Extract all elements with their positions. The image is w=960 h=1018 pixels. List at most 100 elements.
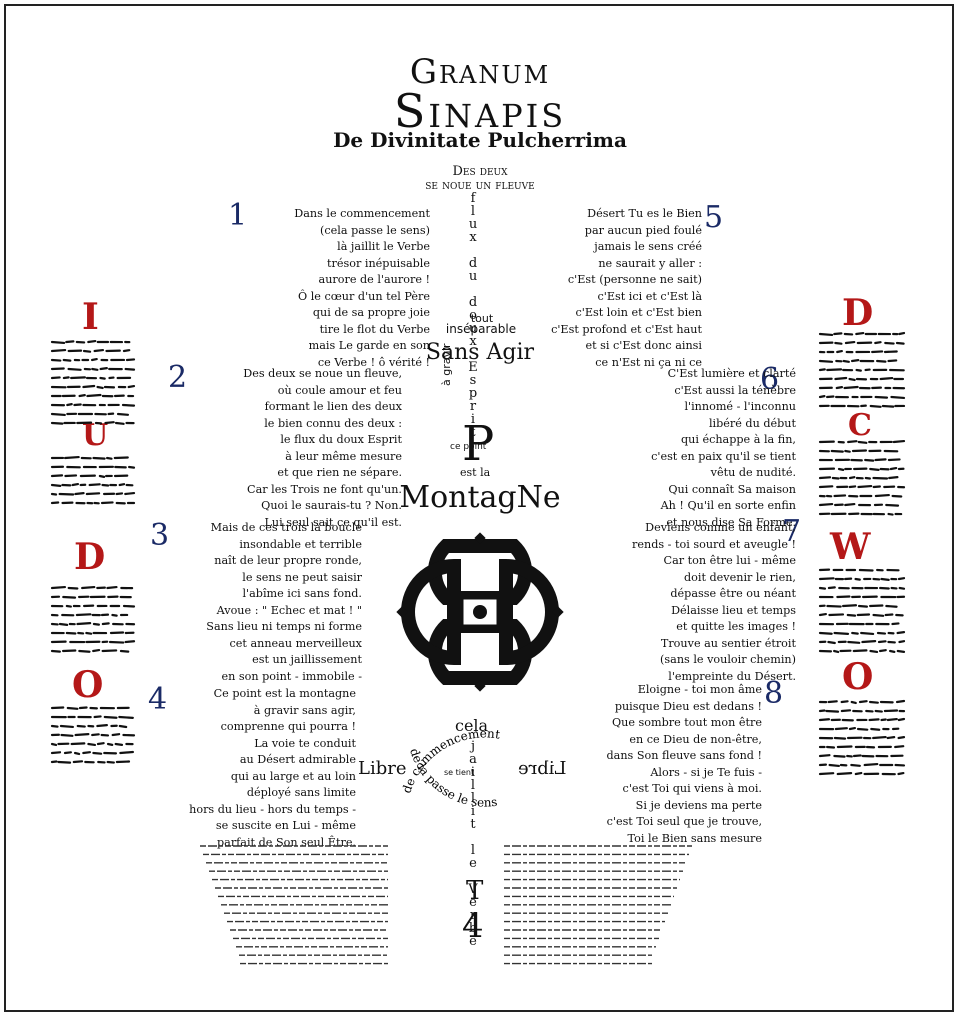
title-granum: Granum (409, 52, 551, 92)
title-sinapis: Sinapis (393, 84, 567, 138)
stanza-line: Eloigne - toi mon âme (637, 683, 762, 696)
stanza-line: c'Est loin et c'Est bien (575, 306, 703, 319)
stanza-number-3: 3 (150, 518, 170, 553)
arc-text-bottom: de la passe le sens (407, 746, 498, 809)
stanza-line: en ce Dieu de non-être, (629, 732, 762, 746)
stanza-line: ce n'Est ni ça ni ce (595, 355, 702, 369)
cela-text: cela (455, 716, 489, 735)
sans-agir-text: Sans Agir (425, 340, 535, 365)
stanza-line: ne saurait y aller : (598, 256, 702, 270)
stanza-line: l'empreinte du Désert. (668, 669, 796, 683)
stanza-line: insondable et terrible (239, 537, 362, 551)
stanza-line: Que sombre tout mon être (611, 716, 762, 729)
stanza-line: Qui connaît Sa maison (668, 482, 796, 496)
stanza-line: naît de leur propre ronde, (214, 554, 362, 567)
page-frame (4, 4, 954, 1012)
stanza-line: (sans le vouloir chemin) (660, 653, 796, 666)
stanza-line: tire le flot du Verbe (319, 322, 430, 336)
stanza-line: Trouve au sentier étroit (660, 636, 796, 650)
stanza-number-4: 4 (148, 682, 168, 717)
stanza-line: Quoi le saurais-tu ? Non. (261, 499, 402, 512)
stanza-line: et quitte les images ! (676, 620, 796, 633)
stanza-line: c'est en paix qu'il se tient (651, 449, 796, 463)
stanza-line: Car ton être lui - même (663, 554, 796, 567)
red-letter-right-2: C (848, 408, 872, 443)
svg-text:de la passe le sens: de la passe le sens (407, 746, 498, 809)
stanza-line: hors du lieu - hors du temps - (189, 802, 356, 816)
stanza-line: Car les Trois ne font qu'un. (247, 482, 402, 496)
stanza-line: déployé sans limite (246, 786, 356, 799)
stanza-line: est un jaillissement (252, 653, 362, 666)
stanza-line: par aucun pied foulé (584, 223, 702, 237)
stanza-line: aurore de l'aurore ! (318, 273, 430, 286)
ce-point-text: ce point (450, 442, 487, 452)
libre-left: Libre (358, 758, 407, 779)
bottom-note-left (200, 845, 388, 965)
stanza-number-8: 8 (764, 676, 784, 711)
red-letter-right-3: W (830, 526, 871, 568)
stanza-line: c'Est ici et c'Est là (597, 289, 702, 303)
stanza-line: à leur même mesure (285, 449, 402, 463)
stanza-line: et que rien ne sépare. (277, 466, 402, 479)
stanza-line: formant le lien des deux (264, 400, 402, 413)
knot-right-loop (499, 558, 560, 666)
stanza-line: c'est Toi qui viens à moi. (622, 782, 762, 795)
stanza-line: c'Est aussi la ténèbre (674, 383, 796, 397)
stanza-line: Alors - si je Te fuis - (650, 765, 762, 779)
stanza-6: C'Est lumière et clarté c'Est aussi la té… (560, 366, 796, 531)
stanza-line: Ô le cœur d'un tel Père (298, 289, 430, 303)
red-letter-right-4: O (842, 656, 874, 698)
red-letter-right-1: D (842, 292, 874, 334)
stanza-line: C'Est lumière et clarté (667, 367, 796, 380)
stanza-line: dépasse être ou néant (670, 587, 796, 600)
stanza-line: Avoue : " Echec et mat ! " (216, 603, 362, 617)
trinity-knot-emblem (396, 532, 564, 692)
knot-bottom-loop (427, 619, 533, 685)
montagne-text: MontagNe (399, 480, 561, 515)
stanza-line: rends - toi sourd et aveugle ! (632, 537, 796, 551)
tout-text: tout (470, 312, 494, 325)
p-letter: P (462, 416, 495, 472)
est-la-text: est la (460, 466, 491, 479)
stanza-line: c'Est (personne ne sait) (567, 273, 702, 286)
stanza-line: c'est Toi seul que je trouve, (606, 815, 762, 828)
stanza-line: jamais le sens créé (594, 240, 702, 253)
stanza-line: dans Son fleuve sans fond ! (606, 749, 763, 762)
stanza-line: Des deux se noue un fleuve, (243, 367, 402, 380)
stanza-line: parfait de Son seul Être. (216, 835, 356, 849)
se-tient-text: se tient (444, 768, 475, 777)
stanza-line: Mais de ces trois la boucle (210, 521, 362, 534)
stanza-line: et si c'Est donc ainsi (585, 339, 702, 352)
stanza-line: doit devenir le rien, (683, 570, 796, 584)
stanza-7: Deviens comme un enfant,rends - toi sour… (560, 520, 796, 685)
title-subtitle: De Divinitate Pulcherrima (333, 128, 627, 152)
stanza-line: le flux du doux Esprit (280, 433, 402, 446)
stanza-number-7: 7 (782, 514, 802, 549)
stanza-line: (cela passe le sens) (320, 223, 430, 237)
stanza-line: cet anneau merveilleux (229, 636, 362, 650)
manuscript-column-right (818, 331, 906, 776)
arc-text: de commencement (399, 726, 501, 795)
red-letter-left-3: D (74, 536, 106, 578)
stanza-line: Dans le commencement (294, 207, 430, 220)
a-gravir-text: à gravir (440, 343, 453, 386)
subtitle-line1: Des deux (452, 164, 508, 179)
stanza-line: Ce point est la montagne (213, 687, 356, 700)
stanza-line: c'Est profond et c'Est haut (551, 322, 702, 336)
inseparable-text: inséparable (445, 322, 517, 336)
bottom-t-letter: T (466, 876, 484, 906)
stanza-line: se suscite en Lui - même (215, 819, 356, 832)
stanza-line: Délaisse lieu et temps (671, 603, 796, 617)
stanza-line: le sens ne peut saisir (242, 570, 362, 584)
stanza-line: La voie te conduit (254, 736, 356, 750)
stanza-line: qui échappe à la fin, (680, 433, 796, 446)
stanza-line: en son point - immobile - (221, 669, 363, 683)
stanza-line: libéré du début (708, 416, 796, 430)
stanza-line: l'abîme ici sans fond. (242, 587, 362, 600)
stanza-number-5: 5 (704, 200, 724, 235)
